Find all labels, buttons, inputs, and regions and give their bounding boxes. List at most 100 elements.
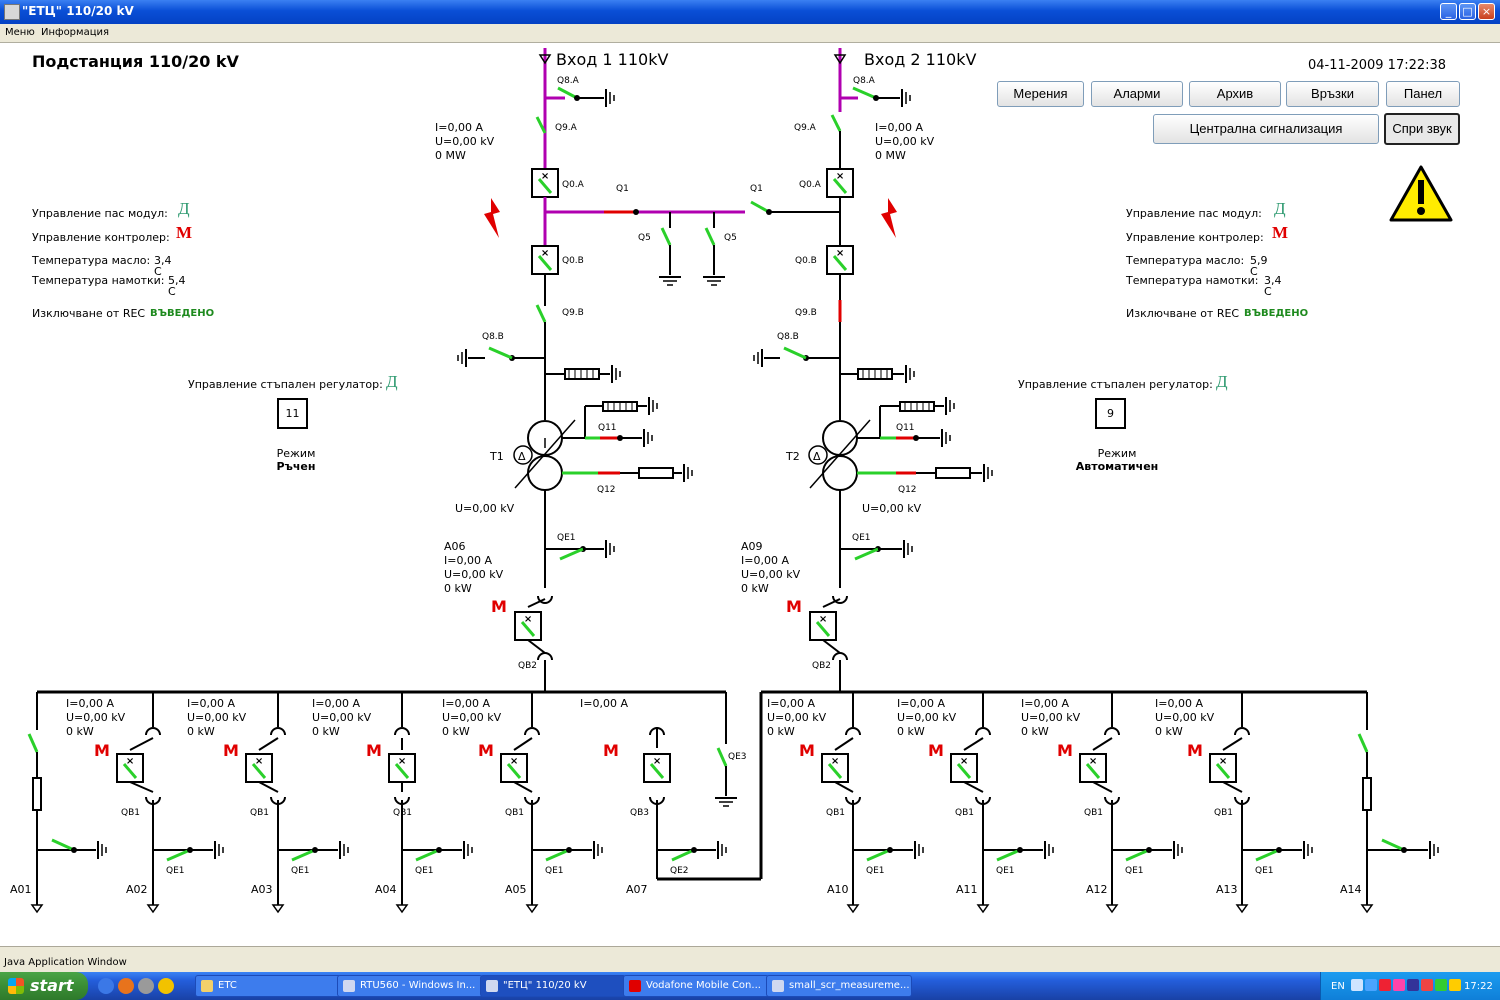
t1-lv-voltage: U=0,00 kV (455, 502, 515, 515)
feeder-voltage: U=0,00 kV (1155, 711, 1215, 724)
tray-icon[interactable] (1393, 979, 1405, 991)
tray-icon[interactable] (1435, 979, 1447, 991)
oil-temp-label: Температура масло: (32, 254, 151, 267)
start-button[interactable]: start (0, 972, 88, 1000)
panel-button[interactable]: Панел (1386, 81, 1460, 107)
bay-a06-label: A06 (444, 540, 466, 553)
feeder-power: 0 kW (442, 725, 470, 738)
status-bar: Java Application Window (0, 946, 1500, 973)
minimize-button[interactable]: _ (1440, 3, 1457, 20)
stop-sound-button[interactable]: Спри звук (1384, 113, 1460, 145)
controller-label-2: Управление контролер: (1126, 231, 1264, 244)
vodafone-icon (629, 980, 641, 992)
transformer-t1-label: T1 (489, 450, 504, 463)
task-rtu560[interactable]: RTU560 - Windows In... (337, 975, 483, 997)
bluetooth-icon[interactable] (1407, 979, 1419, 991)
manual-mode-m: M (1187, 741, 1203, 760)
window-title: "ЕТЦ" 110/20 kV (22, 4, 134, 18)
qe1-label: QE1 (996, 866, 1015, 876)
controller-value: М (176, 223, 193, 242)
oil-temp-value: 3,4 С (154, 254, 172, 278)
circuit-breaker-qb1[interactable] (244, 752, 274, 784)
image-icon (772, 980, 784, 992)
maximize-button[interactable]: □ (1459, 3, 1476, 20)
delta-symbol-1: Δ (518, 450, 526, 463)
menu-item-menu[interactable]: Меню (5, 27, 35, 38)
alarms-button[interactable]: Аларми (1091, 81, 1183, 107)
q5-label-2: Q5 (724, 233, 737, 243)
archive-button[interactable]: Архив (1189, 81, 1281, 107)
feeder-name-label: A10 (827, 883, 849, 896)
close-button[interactable]: × (1478, 3, 1495, 20)
circuit-breaker-qb1[interactable] (499, 752, 529, 784)
task-label: RTU560 - Windows In... (360, 980, 476, 991)
qe3-label: QE3 (728, 752, 747, 762)
task-small-scr[interactable]: small_scr_measureme... (766, 975, 912, 997)
feeder-name-label: A13 (1216, 883, 1238, 896)
feeder-voltage: U=0,00 kV (897, 711, 957, 724)
circuit-breaker-qb1[interactable] (115, 752, 145, 784)
fault-lightning-icon-2 (881, 198, 897, 238)
busbar-section-2 (657, 690, 1367, 881)
q9a-label-1: Q9.A (555, 123, 578, 133)
feeder-a01-fuse (27, 692, 107, 914)
winamp-icon[interactable] (158, 978, 174, 994)
window-titlebar[interactable]: "ЕТЦ" 110/20 kV _ □ × (0, 0, 1500, 24)
feeder-voltage: U=0,00 kV (442, 711, 502, 724)
circuit-breaker-qb1[interactable] (820, 752, 850, 784)
in2-voltage: U=0,00 kV (875, 135, 935, 148)
menu-item-info[interactable]: Информация (41, 27, 110, 38)
tap-position-t2[interactable]: 9 (1095, 398, 1126, 429)
firefox-icon[interactable] (118, 978, 134, 994)
task-label: small_scr_measureme... (789, 980, 910, 991)
t2-lv-voltage: U=0,00 kV (862, 502, 922, 515)
links-button[interactable]: Връзки (1286, 81, 1379, 107)
q11-label-2: Q11 (896, 423, 915, 433)
a07-manual-mode-m: M (603, 741, 619, 760)
circuit-breaker-qb1[interactable] (1208, 752, 1238, 784)
a06-voltage: U=0,00 kV (444, 568, 504, 581)
a09-power: 0 kW (741, 582, 769, 595)
app-icon (4, 4, 20, 20)
task-etc-scada[interactable]: "ЕТЦ" 110/20 kV (480, 975, 626, 997)
task-vodafone[interactable]: Vodafone Mobile Con... (623, 975, 769, 997)
measurements-button[interactable]: Мерения (997, 81, 1084, 107)
ie-icon[interactable] (98, 978, 114, 994)
incoming-bay-2 (753, 48, 993, 692)
feeder-name-label: A07 (626, 883, 648, 896)
in1-power: 0 MW (435, 149, 466, 162)
app-quicklaunch-icon[interactable] (138, 978, 154, 994)
circuit-breaker-qb1[interactable] (387, 752, 417, 784)
tray-icon[interactable] (1449, 979, 1461, 991)
manual-mode-m: M (928, 741, 944, 760)
pas-module-value-2: Д (1274, 199, 1286, 218)
tap-position-t1[interactable]: 11 (277, 398, 308, 429)
qb2-label-2: QB2 (812, 661, 831, 671)
taskbar: start ETC RTU560 - Windows In... "ЕТЦ" 1… (0, 972, 1500, 1000)
tray-icon[interactable] (1421, 979, 1433, 991)
tap-changer-control-value: Д (386, 372, 398, 391)
circuit-breaker-qb1[interactable] (949, 752, 979, 784)
task-etc[interactable]: ETC (195, 975, 341, 997)
tray-icon[interactable] (1379, 979, 1391, 991)
tray-icon[interactable] (1365, 979, 1377, 991)
a06-current: I=0,00 A (444, 554, 492, 567)
single-line-diagram: × (10, 48, 1453, 914)
qe1-label: QE1 (166, 866, 185, 876)
manual-mode-m: M (1057, 741, 1073, 760)
q8b-label-2: Q8.B (777, 332, 799, 342)
tap-changer-control-label: Управление стъпален регулатор: (188, 378, 383, 391)
circuit-breaker-qb1[interactable] (1078, 752, 1108, 784)
qe2-label: QE2 (670, 866, 689, 876)
network-icon[interactable] (1351, 979, 1363, 991)
feeder-current: I=0,00 A (1021, 697, 1069, 710)
language-indicator[interactable]: EN (1331, 981, 1345, 992)
feeder-name-label: A05 (505, 883, 527, 896)
feeder-name-label: A02 (126, 883, 148, 896)
rec-trip-label: Изключване от REC (32, 307, 146, 320)
ie-task-icon (343, 980, 355, 992)
qb1-label: QB1 (505, 808, 524, 818)
q8a-label-2: Q8.A (853, 76, 876, 86)
central-signaling-button[interactable]: Централна сигнализация (1153, 114, 1379, 144)
